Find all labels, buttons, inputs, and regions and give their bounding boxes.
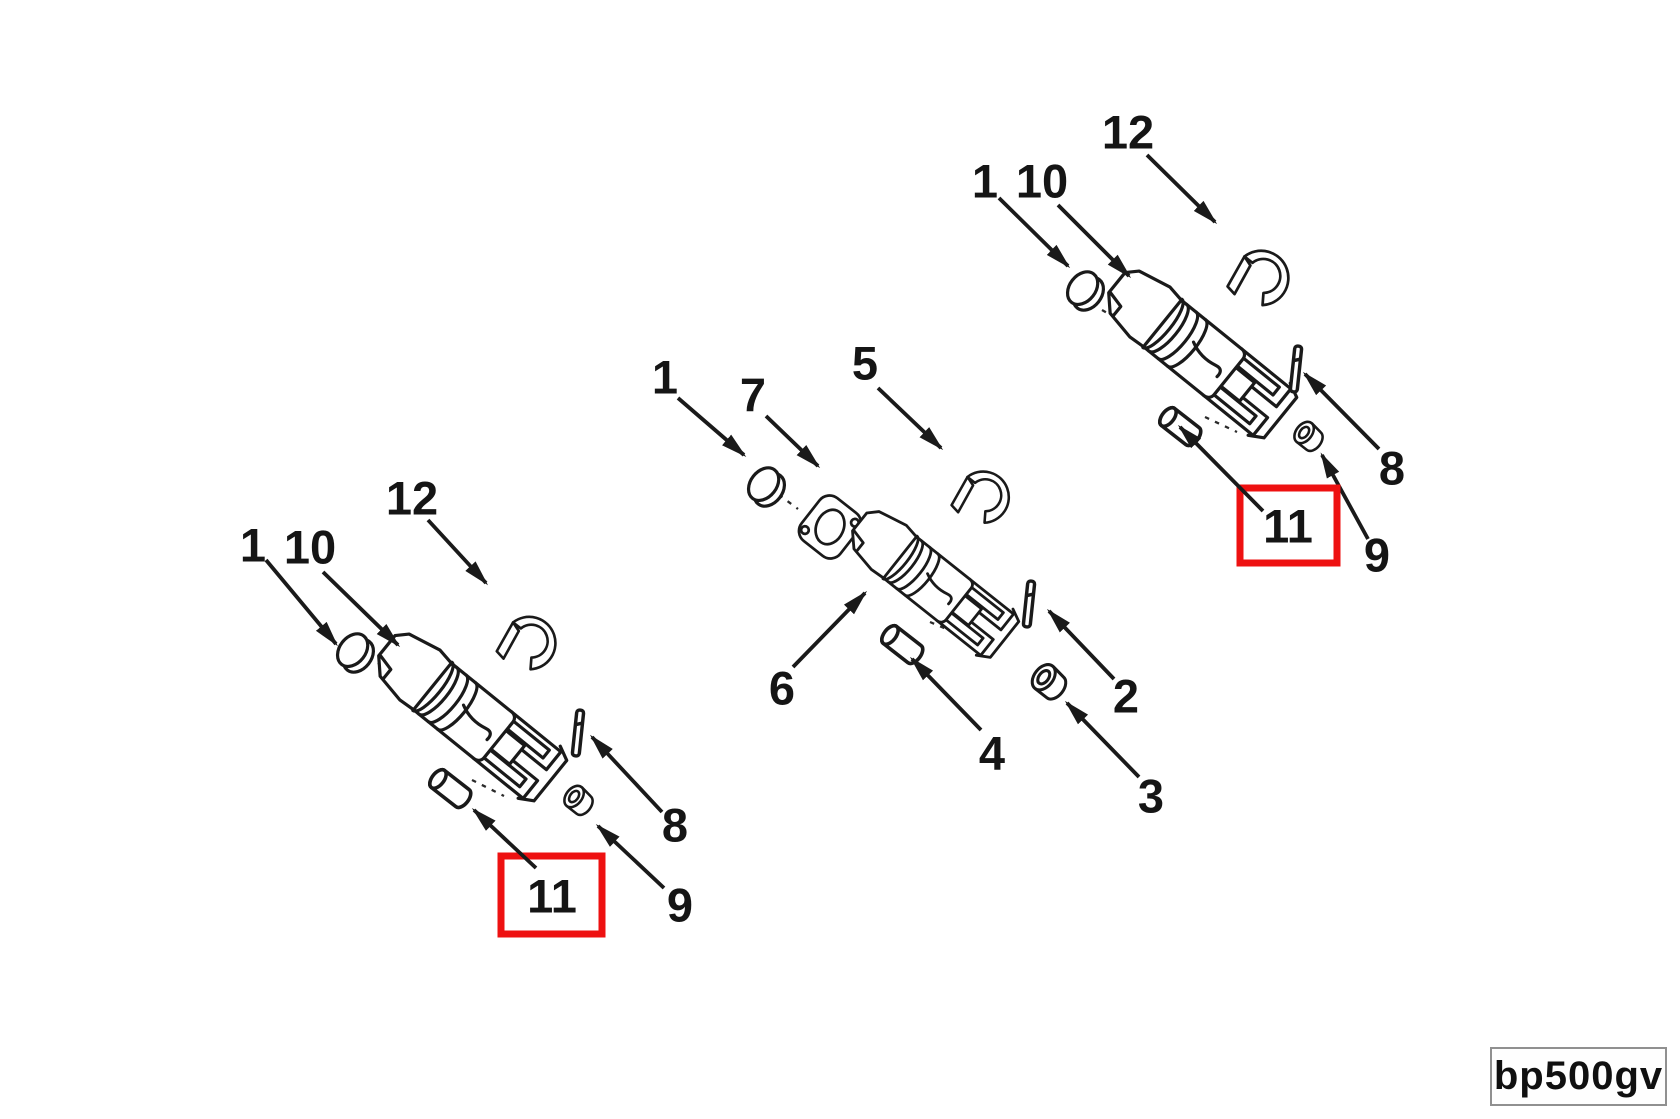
callout-label-middle-4[interactable]: 4: [979, 727, 1005, 780]
callout-arrow-middle-3: [1064, 700, 1141, 779]
highlight-box-left[interactable]: [497, 852, 606, 938]
highlight-box-right[interactable]: [1236, 484, 1341, 567]
callout-label-right-8[interactable]: 8: [1379, 442, 1405, 495]
callout-label-middle-1[interactable]: 1: [652, 351, 678, 404]
callout-arrow-left-9: [595, 823, 666, 890]
callout-arrow-middle-6: [791, 590, 868, 669]
callout-arrow-right-8: [1302, 371, 1381, 451]
callout-arrow-right-10: [1056, 203, 1132, 279]
part-lock-cylinder: [838, 499, 1025, 665]
callout-label-left-1[interactable]: 1: [240, 519, 266, 572]
assembly-middle: [740, 460, 1073, 705]
callout-label-right-11[interactable]: 11: [1263, 500, 1313, 553]
callout-arrow-middle-7: [764, 414, 821, 469]
part-cap: [1059, 264, 1112, 318]
figure-code-badge: bp500gv: [1490, 1047, 1667, 1106]
callout-arrow-middle-5: [876, 386, 944, 451]
callout-label-left-11[interactable]: 11: [527, 870, 577, 923]
callout-arrow-right-9: [1320, 452, 1370, 540]
callout-label-right-1[interactable]: 1: [972, 155, 998, 208]
callout-label-middle-5[interactable]: 5: [852, 337, 878, 390]
callout-arrow-left-8: [589, 734, 664, 814]
callout-arrow-middle-2: [1046, 608, 1116, 681]
part-pin: [876, 620, 928, 669]
callout-label-middle-3[interactable]: 3: [1138, 770, 1164, 823]
part-roll-pin: [1021, 579, 1037, 629]
callout-label-left-8[interactable]: 8: [662, 799, 688, 852]
part-bushing: [559, 780, 599, 820]
part-retainer-clip: [945, 460, 1021, 536]
callout-arrow-left-11: [471, 807, 538, 870]
part-retainer-clip: [490, 605, 568, 683]
part-lock-housing: [362, 619, 573, 809]
callout-label-middle-2[interactable]: 2: [1113, 670, 1139, 723]
callout-arrow-right-11: [1177, 424, 1265, 513]
part-roll-pin: [570, 708, 586, 758]
callout-arrow-left-1: [264, 558, 338, 647]
callout-label-left-12[interactable]: 12: [386, 472, 438, 525]
callout-label-right-10[interactable]: 10: [1016, 155, 1068, 208]
callout-arrow-left-12: [426, 518, 489, 586]
callout-arrow-left-10: [321, 570, 401, 648]
part-lock-housing: [1092, 256, 1303, 446]
part-bushing: [1289, 416, 1329, 456]
callout-arrow-middle-1: [676, 396, 747, 457]
part-pin: [424, 764, 476, 813]
callout-label-middle-7[interactable]: 7: [740, 369, 766, 422]
callout-arrow-middle-4: [909, 656, 983, 732]
part-bushing: [1025, 658, 1073, 705]
callout-label-left-10[interactable]: 10: [284, 521, 336, 574]
callout-label-right-9[interactable]: 9: [1364, 529, 1390, 582]
assembly-right: [1059, 238, 1329, 456]
part-roll-pin: [1288, 344, 1304, 394]
callout-arrow-right-12: [1145, 153, 1218, 225]
callout-arrow-right-1: [997, 196, 1071, 269]
callout-label-left-9[interactable]: 9: [667, 879, 693, 932]
part-cap: [740, 460, 793, 514]
part-cap: [329, 626, 382, 680]
callout-label-middle-6[interactable]: 6: [769, 662, 795, 715]
part-retainer-clip: [1221, 238, 1301, 319]
figure-code-text: bp500gv: [1493, 1054, 1664, 1098]
callout-label-right-12[interactable]: 12: [1102, 106, 1154, 159]
assembly-left: [329, 605, 599, 820]
